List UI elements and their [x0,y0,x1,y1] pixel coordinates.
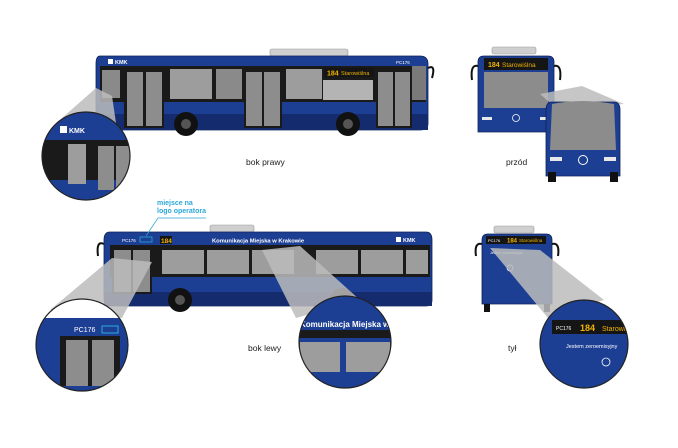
left-fleet-number: PC176 [122,238,136,243]
operator-logo-placeholder [139,236,153,243]
operator-logo-note: miejsce na logo operatora [157,200,217,216]
label-front: przód [506,157,528,167]
operator-logo-note-line2: logo operatora [157,208,207,215]
label-right-side: bok prawy [246,157,285,167]
front-destination: Starowiślna [502,62,536,69]
left-side-text: Komunikacja Miejska w Krakowie [212,239,305,245]
zoom-side-text: Komunikacja Miejska w Krakowie [300,320,428,329]
left-line-number: 184 [161,238,172,245]
zoom-rear-text: Jestem zeroemisyjny [566,344,618,350]
bus-right-side: 184 Starowiślna KMK PC176 KMK [41,48,435,201]
bus-rear: PC176 184 Starowiślna Jestem zeroemisyjn… [474,225,638,389]
zoom-rear-line: 184 [580,323,595,333]
label-left-side: bok lewy [248,343,282,353]
label-rear: tył [508,343,517,353]
zoom-rear-fleet: PC176 [556,326,572,332]
zoom-fleet-number: PC176 [74,327,96,334]
side-destination: Starowiślna [341,71,370,77]
kmk-logo-left-icon [396,237,401,242]
operator-logo-note-line1: miejsce na [157,200,193,207]
kmk-logo-icon [108,59,113,64]
bus-front: 184 Starowiślna [470,46,624,182]
fleet-number: PC176 [396,60,410,65]
side-line-number: 184 [327,71,339,78]
front-line-number: 184 [488,62,500,69]
rear-fleet-number: PC176 [488,238,501,243]
side-destination-display [324,68,374,77]
bus-left-side: PC176 184 Komunikacja Miejska w Krakowie… [35,224,433,392]
rear-destination: Starowiślna [519,238,543,243]
rear-line-number: 184 [507,239,518,245]
brand-text: KMK [115,60,128,66]
left-brand-text: KMK [403,238,416,244]
zoom-brand-text: KMK [69,128,85,135]
zoom-rear-destination: Starowiślna [602,326,638,333]
